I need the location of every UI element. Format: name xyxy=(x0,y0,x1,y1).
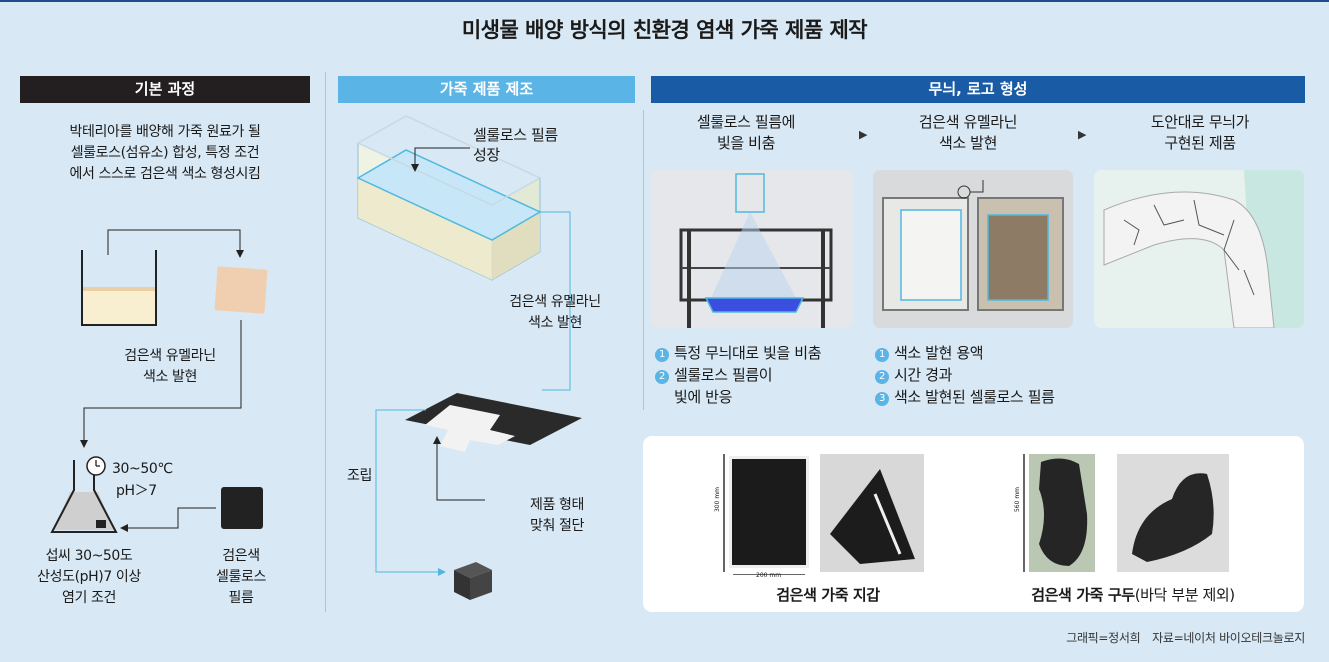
top-rule xyxy=(0,0,1329,2)
products-card: 300 mm 200 mm 검은색 가죽 지갑 560 mm 검은색 가죽 구두… xyxy=(643,436,1304,612)
culture-tank-icon xyxy=(356,115,542,281)
divider xyxy=(643,110,644,410)
shoe-photo xyxy=(1117,454,1229,572)
section-header-make: 가죽 제품 제조 xyxy=(338,76,635,103)
shoe-flat-photo xyxy=(1029,454,1095,572)
wallet-flat-photo xyxy=(729,456,809,568)
temp-label: 30~50℃ xyxy=(112,461,173,477)
basic-description: 박테리아를 배양해 가죽 원료가 될 셀룰로스(섬유소) 합성, 특정 조건 에… xyxy=(69,124,261,182)
section-header-basic: 기본 과정 xyxy=(20,76,310,103)
dimension-line xyxy=(1023,454,1025,572)
dimension-line xyxy=(733,574,805,575)
pigment-label: 검은색 유멜라닌 색소 발현 xyxy=(509,294,601,331)
photo-patterned-product xyxy=(1094,170,1304,328)
clock-icon xyxy=(86,456,106,476)
section-header-pattern: 무늬, 로고 형성 xyxy=(651,76,1305,103)
shoe-height: 560 mm xyxy=(1014,486,1022,513)
wallet-caption: 검은색 가죽 지갑 xyxy=(776,586,880,604)
photo-light-exposure xyxy=(651,170,853,328)
dimension-line xyxy=(723,454,725,572)
black-sheet-icon xyxy=(405,393,582,452)
black-film-icon xyxy=(221,487,263,529)
triangle-arrow-icon: ▶ xyxy=(1078,128,1087,141)
pattern-step-3-title: 도안대로 무늬가 구현된 제품 xyxy=(1150,113,1250,152)
wallet-open-photo xyxy=(820,454,924,572)
photo-pigment-trays xyxy=(873,170,1073,328)
wallet-width: 200 mm xyxy=(756,572,782,579)
basic-condition-label: 섭씨 30~50도 산성도(pH)7 이상 염기 조건 xyxy=(37,548,141,606)
wallet-height: 300 mm xyxy=(714,486,722,513)
ph-label: pH＞7 xyxy=(116,483,157,499)
flask-icon xyxy=(50,460,118,533)
manufacture-diagram xyxy=(356,115,582,600)
beaker-icon xyxy=(81,250,157,326)
divider xyxy=(325,72,326,612)
grow-label: 셀룰로스 필름 성장 xyxy=(473,126,558,164)
cut-label: 제품 형태 맞춰 절단 xyxy=(530,497,584,534)
credit: 그래픽=정서희 자료=네이처 바이오테크놀로지 xyxy=(1066,631,1305,645)
basic-process-diagram xyxy=(50,229,268,533)
assemble-label: 조립 xyxy=(347,468,372,484)
basic-pigment-label: 검은색 유멜라닌 색소 발현 xyxy=(124,348,216,385)
leather-cube-icon xyxy=(454,562,492,600)
shoe-caption: 검은색 가죽 구두(바닥 부분 제외) xyxy=(1031,586,1235,604)
basic-film-label: 검은색 셀룰로스 필름 xyxy=(216,548,266,606)
page-title: 미생물 배양 방식의 친환경 염색 가죽 제품 제작 xyxy=(461,18,868,42)
pattern-step-2-title: 검은색 유멜라닌 색소 발현 xyxy=(918,113,1018,152)
pattern-step-1-title: 셀룰로스 필름에 빛을 비춤 xyxy=(696,113,796,152)
triangle-arrow-icon: ▶ xyxy=(859,128,868,141)
cellulose-pad-icon xyxy=(214,266,268,314)
